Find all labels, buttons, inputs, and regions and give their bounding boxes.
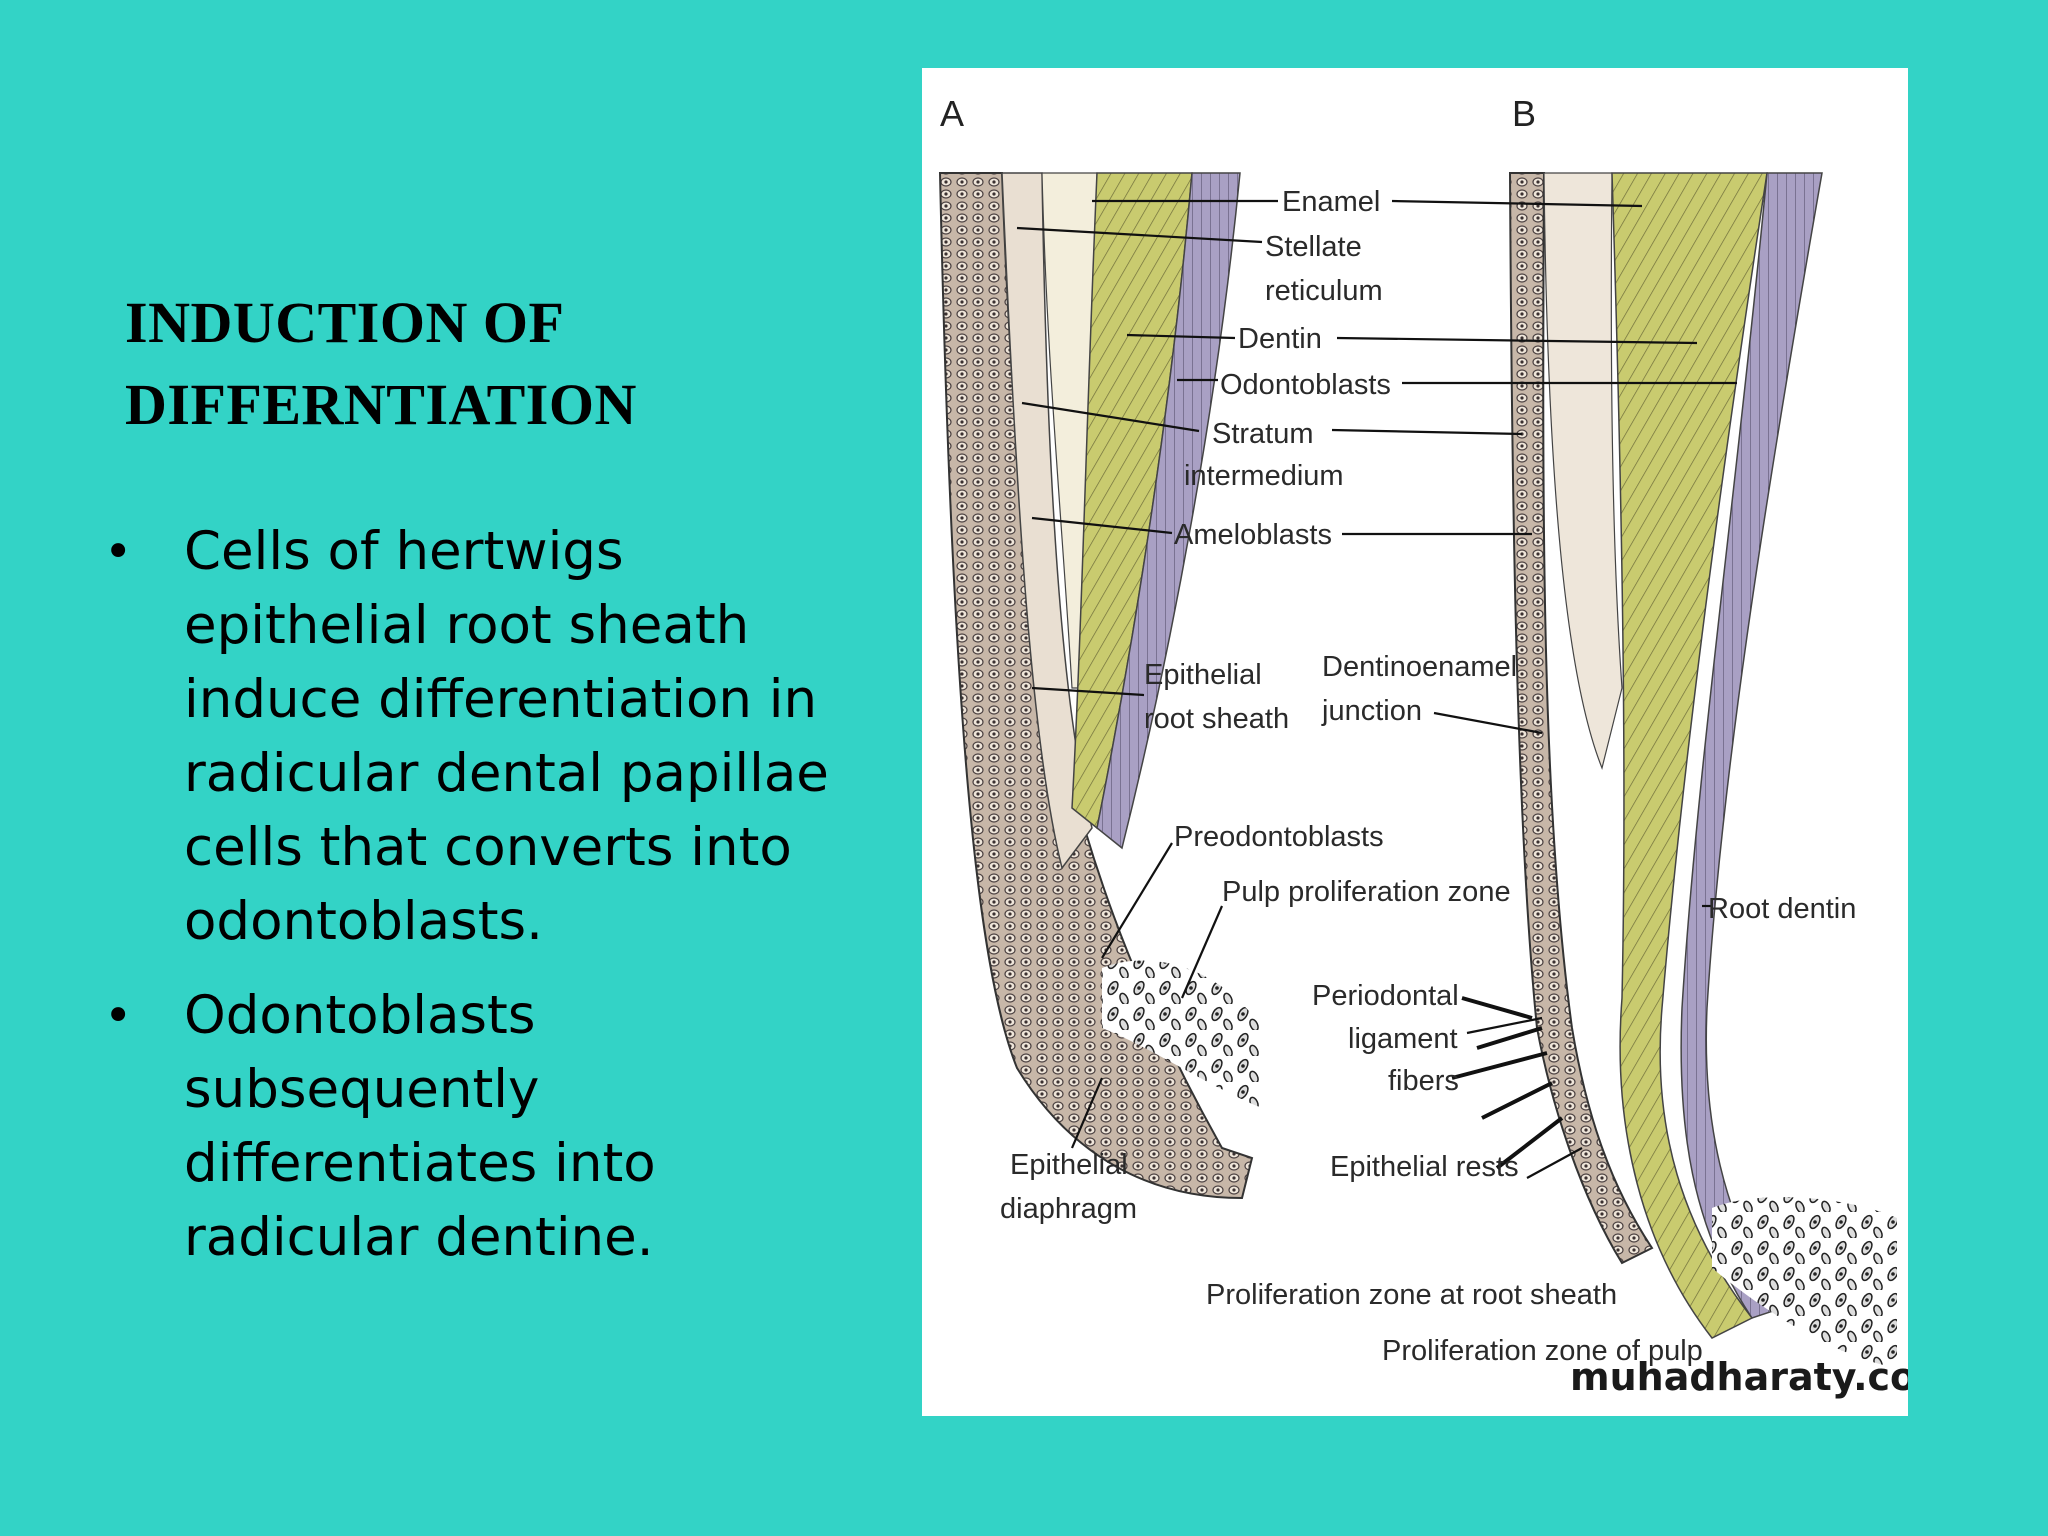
bullet-icon: • <box>104 988 133 1044</box>
label-periodontal-ligament-fibers-2: ligament <box>1348 1023 1458 1055</box>
tooth-root-figure: A B <box>922 68 1908 1416</box>
label-enamel: Enamel <box>1282 186 1380 218</box>
bullet-icon: • <box>104 524 133 580</box>
slide-title: INDUCTION OF DIFFERNTIATION <box>125 282 745 446</box>
label-odontoblasts: Odontoblasts <box>1220 369 1391 401</box>
diagram-labels: Enamel Stellate reticulum Dentin Odontob… <box>1000 186 1856 1367</box>
bullet-text: Cells of hertwigs epithelial root sheath… <box>184 521 829 952</box>
label-pulp-proliferation-zone: Pulp proliferation zone <box>1222 876 1511 908</box>
bullet-item: • Odontoblasts subsequently differentiat… <box>100 979 880 1275</box>
label-stratum-intermedium: Stratum <box>1212 418 1314 450</box>
label-epithelial-diaphragm-2: diaphragm <box>1000 1193 1137 1225</box>
bullet-text: Odontoblasts subsequently differentiates… <box>184 985 656 1268</box>
watermark: muhadharaty.com <box>1570 1355 1908 1399</box>
title-line-1: INDUCTION OF <box>125 290 565 355</box>
title-line-2: DIFFERNTIATION <box>125 372 637 437</box>
label-stellate-reticulum-2: reticulum <box>1265 275 1383 307</box>
root-formation-diagram: A B <box>938 93 1908 1399</box>
label-dentinoenamel-junction-2: junction <box>1321 695 1422 727</box>
label-epithelial-root-sheath: Epithelial <box>1144 659 1262 691</box>
label-preodontoblasts: Preodontoblasts <box>1174 821 1384 853</box>
leader-lines <box>1016 199 1737 1179</box>
label-stratum-intermedium-2: intermedium <box>1184 460 1344 492</box>
label-dentinoenamel-junction: Dentinoenamel <box>1322 651 1517 683</box>
label-periodontal-ligament-fibers: Periodontal <box>1312 980 1459 1012</box>
panel-b-drawing <box>1451 172 1897 1368</box>
label-proliferation-zone-root-sheath: Proliferation zone at root sheath <box>1206 1279 1617 1311</box>
label-proliferation-zone-pulp: Proliferation zone of pulp <box>1382 1335 1703 1367</box>
panel-b-label: B <box>1512 93 1536 134</box>
bullet-item: • Cells of hertwigs epithelial root shea… <box>100 515 880 959</box>
label-epithelial-rests: Epithelial rests <box>1330 1151 1519 1183</box>
bullet-list: • Cells of hertwigs epithelial root shea… <box>100 515 880 1295</box>
label-ameloblasts: Ameloblasts <box>1174 519 1332 551</box>
label-dentin: Dentin <box>1238 323 1322 355</box>
panel-a-label: A <box>940 93 964 134</box>
label-epithelial-root-sheath-2: root sheath <box>1144 703 1289 735</box>
label-epithelial-diaphragm: Epithelial <box>1010 1149 1128 1181</box>
label-periodontal-ligament-fibers-3: fibers <box>1388 1065 1459 1097</box>
label-stellate-reticulum: Stellate <box>1265 231 1362 263</box>
label-root-dentin: Root dentin <box>1708 893 1856 925</box>
